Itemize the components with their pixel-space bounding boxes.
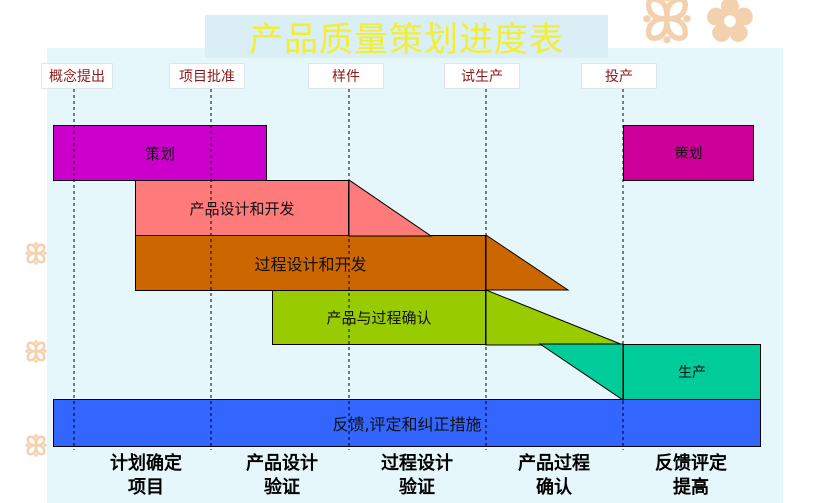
milestone-prototype: 样件 [308, 63, 384, 89]
phase-label-process-verify: 过程设计验证 [381, 453, 453, 498]
bar-planning-right: 策划 [623, 125, 754, 181]
milestone-concept: 概念提出 [41, 63, 113, 89]
phase-label-plan: 计划确定项目 [110, 453, 182, 498]
process-design-tail [485, 234, 570, 291]
bar-validation: 产品与过程确认 [272, 290, 486, 345]
bar-process-design: 过程设计和开发 [135, 235, 486, 291]
decorative-seal-left-2: ꕥ [24, 338, 49, 368]
phase-label-feedback: 反馈评定提高 [655, 453, 727, 498]
bar-product-design: 产品设计和开发 [135, 180, 349, 236]
phase-label-confirm: 产品过程确认 [518, 453, 590, 498]
decorative-seal-top: ꕥ ✿ [640, 0, 754, 54]
milestone-pilot: 试生产 [444, 63, 520, 89]
milestone-approval: 项目批准 [169, 63, 245, 89]
chart-title: 产品质量策划进度表 [205, 15, 608, 60]
decorative-seal-left-1: ꕥ [24, 240, 49, 270]
production-tail [538, 343, 624, 401]
product-design-tail [348, 179, 433, 237]
decorative-seal-left-3: ꕥ [24, 432, 49, 462]
bar-production: 生产 [623, 344, 761, 400]
bar-feedback: 反馈,评定和纠正措施 [53, 399, 761, 447]
validation-tail [485, 289, 624, 346]
bar-planning: 策划 [53, 125, 267, 181]
phase-label-product-verify: 产品设计验证 [246, 453, 318, 498]
milestone-launch: 投产 [581, 63, 657, 89]
